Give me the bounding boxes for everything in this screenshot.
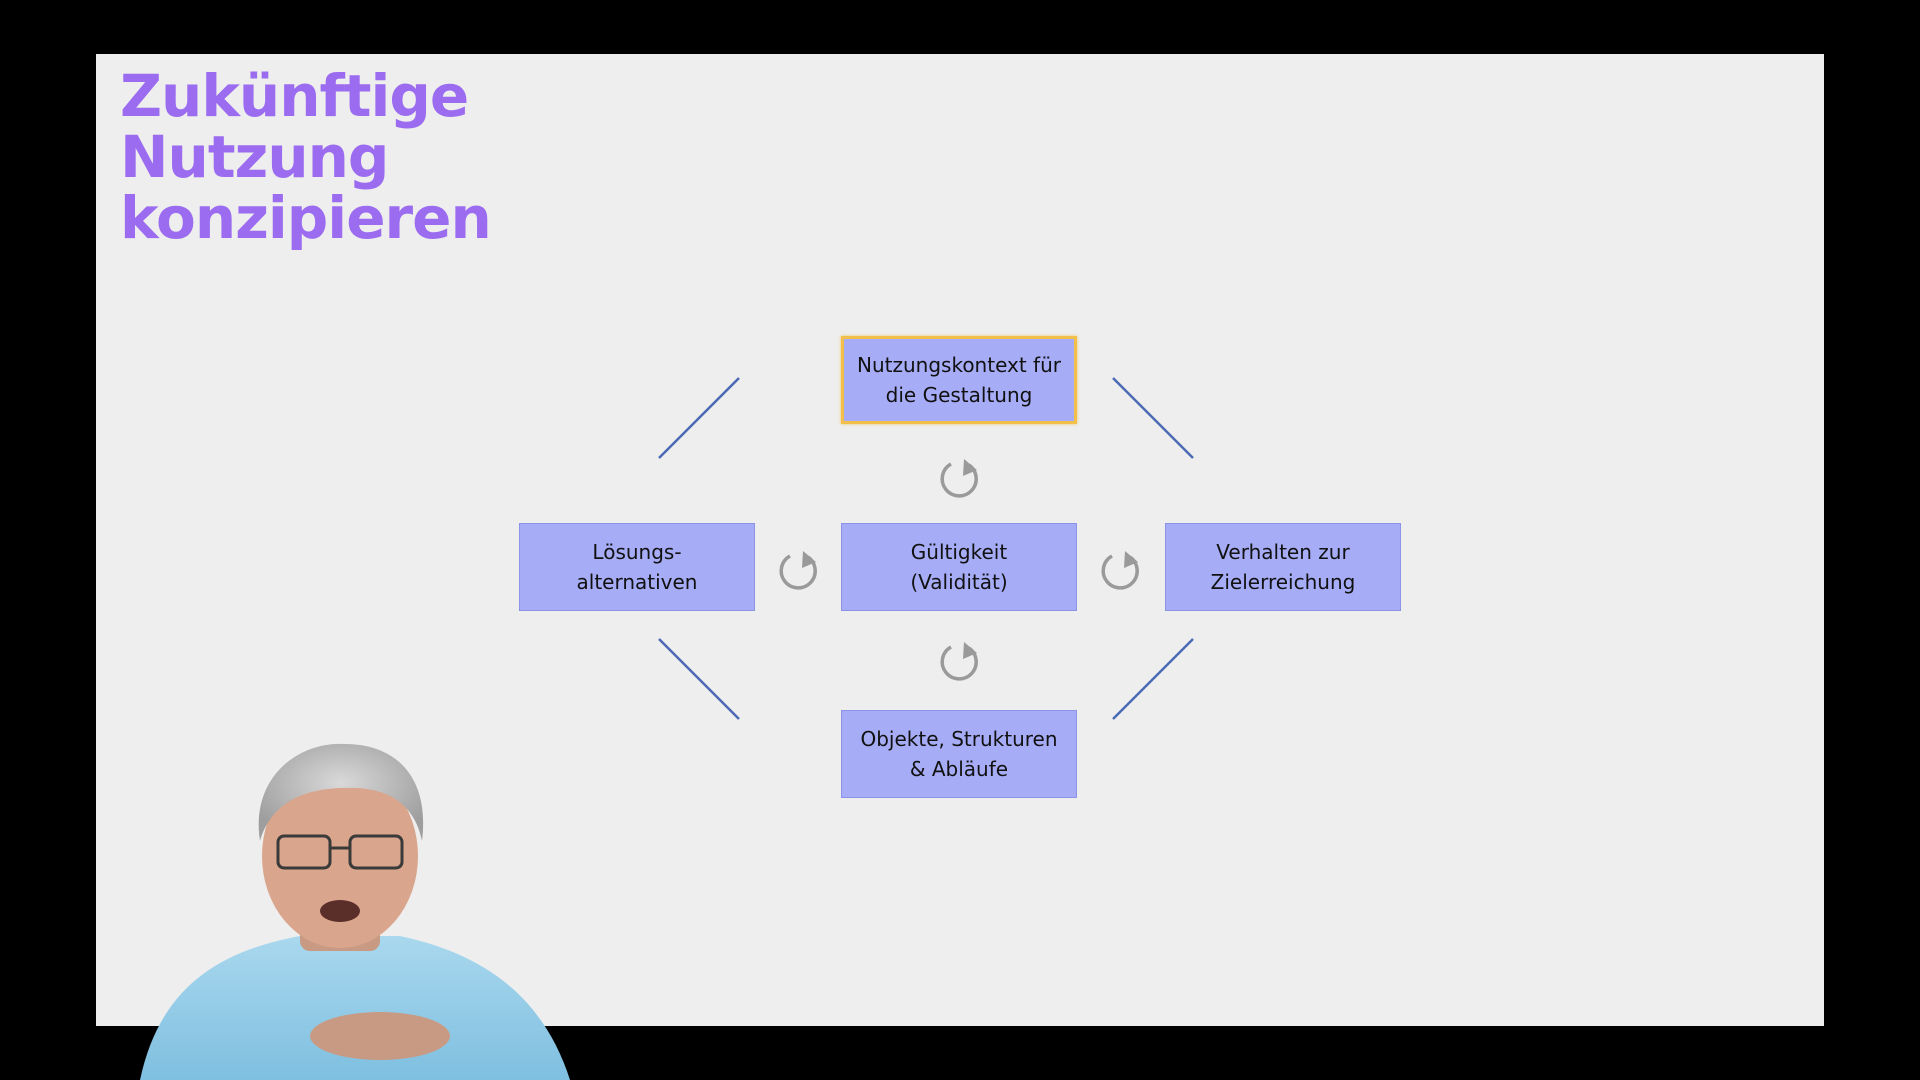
glasses-icon: [276, 834, 404, 870]
slide-title-line-1: Zukünftige: [120, 62, 469, 130]
connector-bottom-right: [1112, 638, 1194, 720]
box-nutzungskontext[interactable]: Nutzungskontext für die Gestaltung: [841, 336, 1077, 424]
cycle-icon-top: [940, 459, 978, 498]
presenter-shirt: [140, 936, 570, 1080]
presenter-hair: [258, 743, 424, 841]
cycle-icon-left: [779, 551, 817, 590]
presenter-webcam: [140, 743, 570, 1080]
box-loesungsalternativen[interactable]: Lösungs- alternativen: [519, 523, 755, 611]
connector-bottom-left: [658, 638, 740, 720]
slide-title-line-3: konzipieren: [120, 184, 492, 252]
box-gueltigkeit[interactable]: Gültigkeit (Validität): [841, 523, 1077, 611]
box-objekte[interactable]: Objekte, Strukturen & Abläufe: [841, 710, 1077, 798]
cycle-icon-bottom: [940, 642, 978, 681]
cycle-icon-right: [1101, 551, 1139, 590]
presenter-hands: [310, 1012, 450, 1060]
slide-title-line-2: Nutzung: [120, 123, 389, 191]
connector-top-right: [1112, 377, 1194, 459]
presenter-mouth: [320, 900, 360, 922]
box-verhalten[interactable]: Verhalten zur Zielerreichung: [1165, 523, 1401, 611]
presenter-face: [262, 764, 418, 948]
slide-title: Zukünftige Nutzung konzipieren: [120, 62, 492, 252]
connector-top-left: [658, 377, 740, 459]
